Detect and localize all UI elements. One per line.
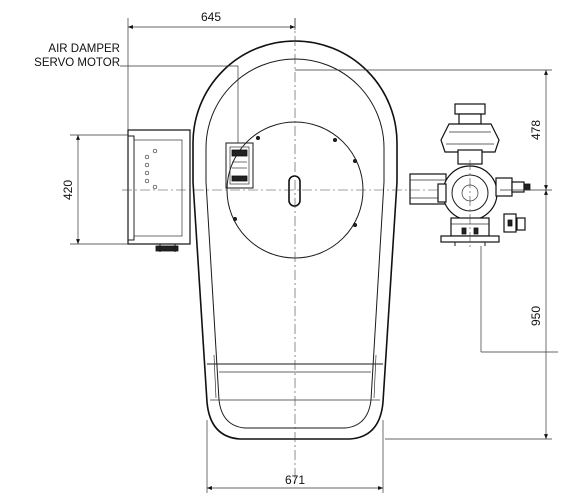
- dim-420-label: 420: [61, 180, 75, 200]
- dimension-side-height: [70, 134, 128, 245]
- dim-645-label: 645: [201, 10, 221, 24]
- dimension-bottom-width: [206, 420, 384, 493]
- dimension-right-heights: [295, 69, 552, 440]
- gas-inlet-leader: [480, 246, 558, 353]
- damper-label-line2: SERVO MOTOR: [34, 57, 120, 69]
- sight-glass: [288, 175, 301, 207]
- damper-label-line1: AIR DAMPER: [48, 43, 120, 55]
- center-lines: [122, 18, 471, 485]
- fan-motor-unit: [127, 129, 191, 252]
- dimension-top-width: [127, 18, 296, 130]
- air-damper-servo-motor: [225, 142, 254, 189]
- air-damper-callout: [120, 65, 239, 143]
- dim-950-label: 950: [529, 306, 543, 326]
- dim-671-label: 671: [285, 473, 305, 487]
- dim-478-label: 478: [529, 120, 543, 140]
